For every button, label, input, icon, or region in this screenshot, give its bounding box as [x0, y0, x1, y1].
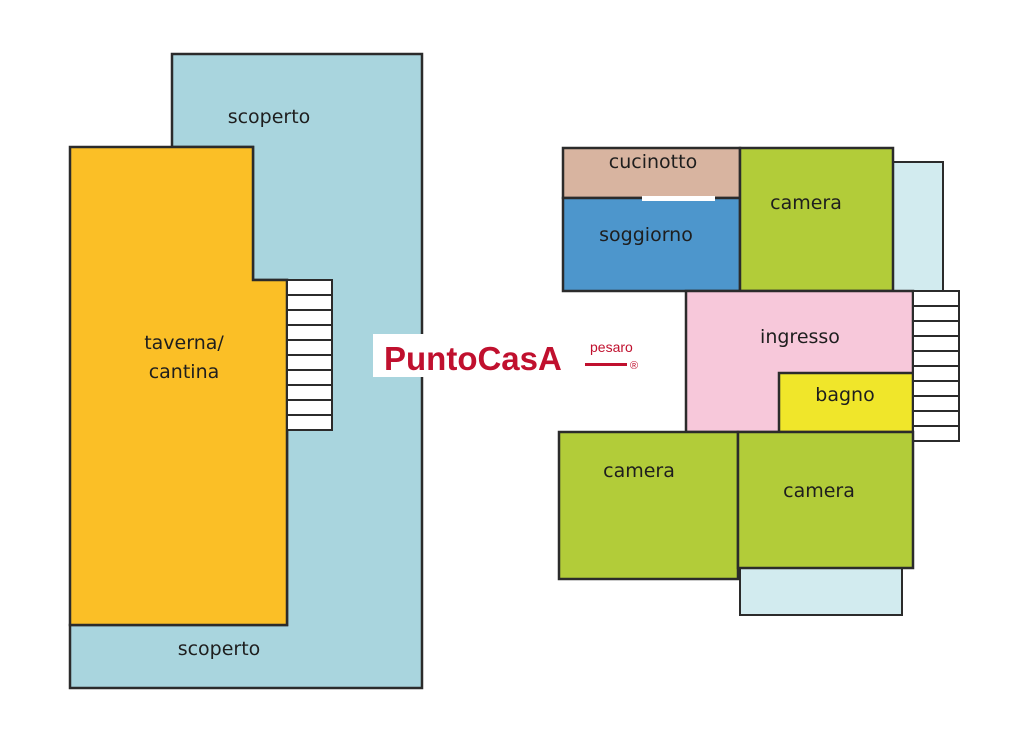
bedroom-top-label: camera	[770, 192, 842, 214]
kitchen-opening	[642, 196, 715, 201]
bedroom-top	[738, 146, 895, 293]
taverna-label-line1: taverna/	[144, 332, 224, 354]
right-floor-plan: cucinotto soggiorno camera ingresso bagn…	[557, 146, 960, 616]
bedroom-bottom-right-label: camera	[783, 480, 855, 502]
bedroom-bottom-left	[557, 430, 740, 581]
taverna-label-line2: cantina	[149, 361, 220, 383]
balcony-right	[892, 161, 944, 293]
balcony-bottom	[739, 567, 903, 616]
bedroom-bottom-left-label: camera	[603, 460, 675, 482]
entrance-label: ingresso	[760, 326, 840, 348]
puntocasa-logo: PuntoCasA pesaro ®	[373, 334, 651, 377]
left-floor-plan: scoperto taverna/ cantina scoperto	[68, 52, 424, 690]
outdoor-bottom-label: scoperto	[178, 638, 261, 660]
bedroom-bottom-right	[736, 430, 915, 570]
kitchenette-label: cucinotto	[609, 151, 697, 173]
outdoor-top-label: scoperto	[228, 106, 311, 128]
right-staircase	[912, 290, 960, 442]
logo-sub-text: pesaro	[590, 339, 633, 355]
logo-main-text: PuntoCasA	[384, 340, 562, 377]
living-room	[561, 196, 742, 293]
living-label: soggiorno	[599, 224, 693, 246]
logo-registered-mark: ®	[630, 360, 638, 372]
bathroom-label: bagno	[815, 384, 874, 406]
left-staircase	[286, 279, 333, 431]
logo-underline	[585, 363, 627, 366]
